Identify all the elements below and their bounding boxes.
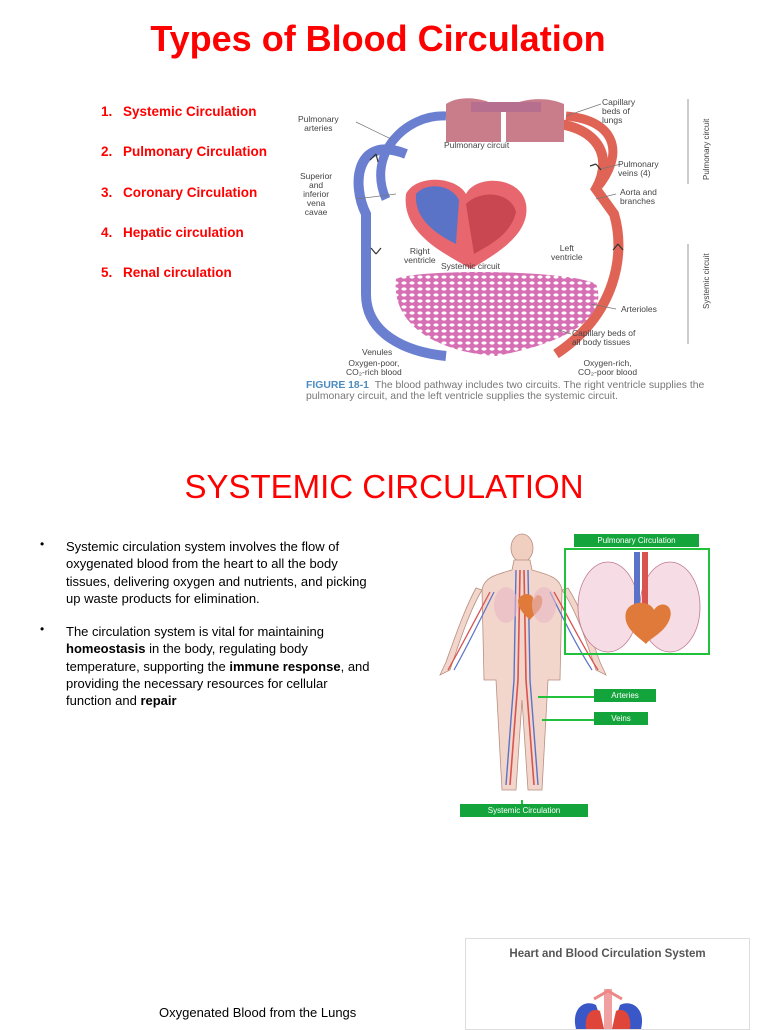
label-systemic-circuit: Systemic circuit: [441, 261, 501, 271]
label-arterioles: Arterioles: [621, 304, 657, 314]
bullet-dot: •: [40, 622, 45, 637]
list-number: 4.: [101, 224, 113, 240]
label-oxygen-poor: Oxygen-poor,CO₂-rich blood: [346, 358, 402, 377]
bullet-item: • Systemic circulation system involves t…: [40, 537, 370, 607]
list-number: 2.: [101, 144, 113, 160]
pulmonary-inset-box: [564, 548, 710, 655]
list-number: 1.: [101, 104, 113, 119]
figure-title: Heart and Blood Circulation System: [509, 948, 706, 960]
figure-caption-label: FIGURE 18-1: [306, 380, 369, 391]
label-side-pulmonary: Pulmonary circuit: [702, 118, 711, 180]
bullet-text: , and providing the necessary resources …: [66, 658, 370, 709]
bullet-bold: repair: [140, 693, 177, 709]
list-number: 5.: [101, 265, 113, 281]
pulmonary-circulation-tag: Pulmonary Circulation: [574, 534, 699, 547]
label-pulmonary-circuit: Pulmonary circuit: [444, 140, 510, 150]
blood-pathway-diagram: [353, 98, 689, 361]
figure-caption: FIGURE 18-1 The blood pathway includes t…: [306, 380, 726, 402]
list-label: Systemic Circulation: [123, 104, 257, 119]
bullet-text: in the body, regulating body temperature…: [66, 641, 308, 674]
figure-caption-text: The blood pathway includes two circuits.…: [306, 380, 705, 402]
list-label: Renal circulation: [123, 265, 232, 281]
arteries-tag: Arteries: [594, 689, 656, 702]
body-circulation-figure: Pulmonary Circulation Arteries Veins Sys…: [430, 530, 715, 820]
slide-title-types: Types of Blood Circulation: [150, 18, 606, 59]
label-venules: Venules: [362, 347, 393, 357]
list-number: 3.: [101, 184, 113, 200]
heart-lungs-graphic: [574, 989, 643, 1029]
bullet-item: • The circulation system is vital for ma…: [40, 622, 370, 709]
systemic-circulation-tag: Systemic Circulation: [460, 804, 588, 817]
bullet-bold: homeostasis: [66, 641, 146, 657]
veins-tag: Veins: [594, 712, 648, 725]
list-item: 4. Hepatic circulation: [101, 225, 267, 265]
systemic-bullets: • Systemic circulation system involves t…: [40, 537, 370, 726]
bullet-dot: •: [40, 537, 45, 551]
list-label: Hepatic circulation: [123, 224, 244, 240]
list-label: Coronary Circulation: [123, 184, 258, 200]
bullet-bold: immune response: [229, 658, 341, 674]
oxygenated-blood-label: Oxygenated Blood from the Lungs: [159, 1005, 357, 1020]
human-body-diagram: [439, 533, 701, 805]
list-label: Pulmonary Circulation: [123, 144, 268, 160]
label-oxygen-rich: Oxygen-rich,CO₂-poor blood: [578, 358, 638, 377]
heart-circulation-figure: Heart and Blood Circulation System: [465, 938, 750, 1030]
list-item: 3. Coronary Circulation: [101, 185, 267, 225]
circulation-types-list: 1. Systemic Circulation 2. Pulmonary Circu…: [101, 104, 267, 305]
label-side-systemic: Systemic circuit: [702, 253, 711, 309]
list-item: 5. Renal circulation: [101, 265, 267, 305]
bullet-text: The circulation system is vital for main…: [66, 624, 324, 640]
list-item: 2. Pulmonary Circulation: [101, 144, 267, 184]
list-item: 1. Systemic Circulation: [101, 104, 267, 144]
slide-title-systemic: SYSTEMIC CIRCULATION: [184, 468, 584, 505]
bullet-text: Systemic circulation system involves the…: [66, 539, 367, 606]
